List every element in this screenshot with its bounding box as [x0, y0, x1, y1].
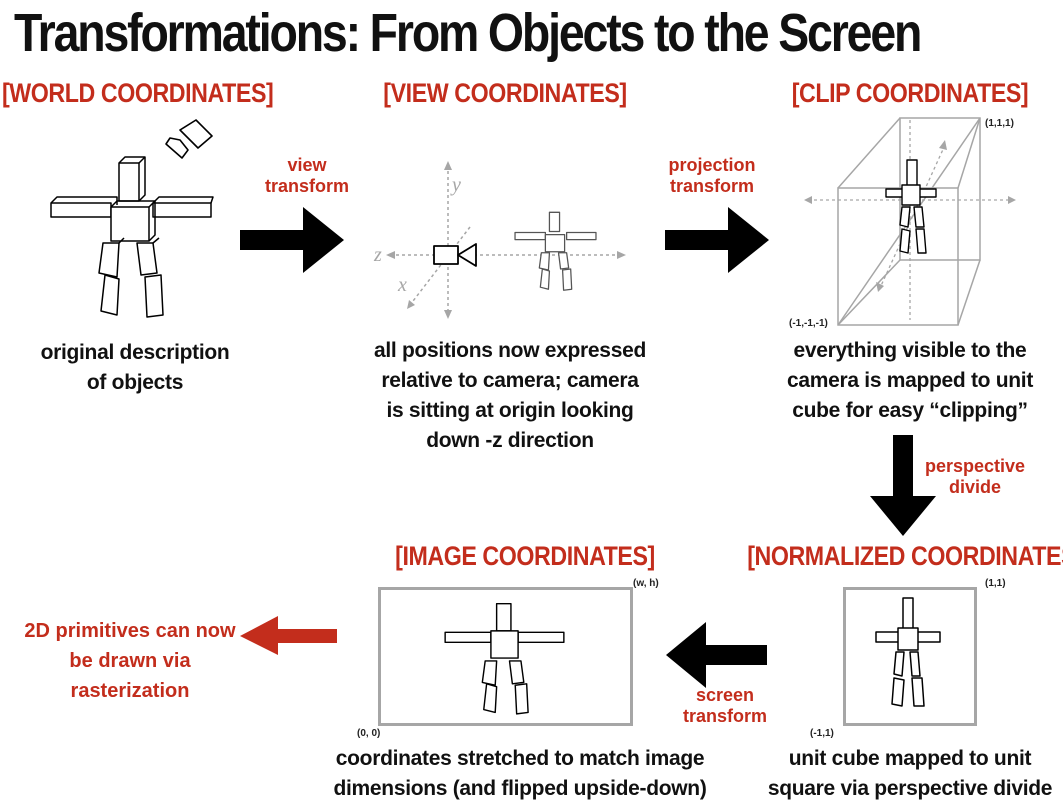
world-description: original description of objects [10, 338, 260, 398]
projection-transform-label-line: transform [669, 176, 754, 196]
clip-description-line: everything visible to the [793, 339, 1027, 362]
view-axes: y z x [373, 161, 626, 319]
normalized-description-line: unit cube mapped to unit [788, 747, 1032, 770]
view-axis-y-label: y [450, 174, 461, 196]
screen-transform-arrow [666, 622, 767, 688]
view-camera-icon [433, 243, 477, 267]
view-coordinates-heading: [VIEW COORDINATES] [383, 78, 627, 108]
normalized-robot-figure [875, 597, 941, 707]
normalized-coordinates-heading: [NORMALIZED COORDINATES] [747, 541, 1063, 571]
view-robot-figure [514, 211, 597, 291]
world-robot-figure [50, 156, 214, 318]
projection-transform-label-line: projection [668, 155, 756, 175]
view-description: all positions now expressed relative to … [360, 336, 660, 456]
perspective-divide-arrow [870, 435, 936, 536]
image-coordinates-heading: [IMAGE COORDINATES] [395, 541, 655, 571]
image-description-line: coordinates stretched to match image [335, 747, 705, 770]
normalized-corner-min: (-1,1) [810, 728, 834, 739]
world-description-line: of objects [86, 371, 184, 394]
normalized-description-line: square via perspective divide [767, 777, 1053, 800]
image-description: coordinates stretched to match image dim… [320, 744, 720, 804]
page-title: Transformations: From Objects to the Scr… [14, 3, 922, 63]
image-description-line: dimensions (and flipped upside-down) [333, 777, 707, 800]
clip-coordinates-heading: [CLIP COORDINATES] [791, 78, 1029, 108]
final-note-line: be drawn via [69, 650, 191, 672]
projection-transform-arrow [665, 207, 769, 273]
clip-description-line: camera is mapped to unit [786, 369, 1034, 392]
view-transform-arrow [240, 207, 344, 273]
final-note-line: 2D primitives can now [24, 620, 236, 642]
image-frame [378, 587, 633, 726]
rasterization-arrow [240, 616, 337, 655]
view-description-line: relative to camera; camera [381, 369, 639, 392]
image-corner-max: (w, h) [633, 578, 659, 589]
screen-transform-label-line: transform [682, 706, 767, 726]
clip-description-line: cube for easy “clipping” [792, 399, 1028, 422]
view-description-line: all positions now expressed [374, 339, 646, 362]
clip-corner-max: (1,1,1) [985, 118, 1014, 129]
screen-transform-label-line: screen [695, 685, 755, 705]
final-note: 2D primitives can now be drawn via raste… [10, 616, 250, 706]
image-corner-min: (0, 0) [357, 728, 381, 739]
clip-corner-min: (-1,-1,-1) [789, 318, 828, 329]
screen-transform-label: screen transform [655, 685, 795, 727]
view-description-line: is sitting at origin looking [386, 399, 634, 422]
normalized-frame [843, 587, 977, 726]
perspective-divide-label-line: divide [948, 477, 1001, 497]
view-transform-label-line: view [287, 155, 327, 175]
view-transform-label: view transform [237, 155, 377, 197]
projection-transform-label: projection transform [642, 155, 782, 197]
view-axis-z-label: z [373, 244, 382, 266]
world-coordinates-heading: [WORLD COORDINATES] [2, 78, 274, 108]
clip-description: everything visible to the camera is mapp… [760, 336, 1060, 426]
normalized-corner-max: (1,1) [985, 578, 1006, 589]
image-robot-figure [444, 603, 565, 715]
view-axis-x-label: x [397, 274, 407, 296]
view-transform-label-line: transform [264, 176, 349, 196]
clip-robot-figure [885, 159, 937, 254]
perspective-divide-label: perspective divide [920, 456, 1030, 498]
view-description-line: down -z direction [426, 429, 594, 452]
perspective-divide-label-line: perspective [924, 456, 1026, 476]
world-description-line: original description [40, 341, 230, 364]
world-camera-icon [165, 119, 213, 159]
final-note-line: rasterization [70, 680, 190, 702]
normalized-description: unit cube mapped to unit square via pers… [760, 744, 1060, 804]
